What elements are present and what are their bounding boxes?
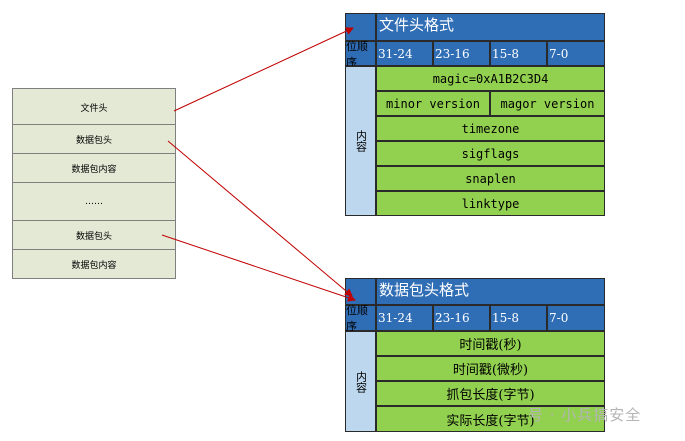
packet-data-label-2: 数据包内容	[71, 260, 117, 271]
actual-length-field: 实际长度(字节)	[376, 406, 605, 432]
packet-header-label: 数据包头	[75, 136, 112, 146]
timestamp-usec-field: 时间戳(微秒)	[376, 356, 605, 381]
packet-header-block-2: 数据包头	[12, 220, 176, 251]
content-side-label-2: 内容	[345, 331, 376, 432]
packet-header-title: 数据包头格式	[376, 278, 605, 305]
bit-order-label-2: 位顺序	[345, 304, 376, 333]
packet-header-table: 数据包头格式 位顺序 31-24 23-16 15-8 7-0 内容 时间戳(秒…	[345, 278, 605, 432]
title-corner	[345, 13, 376, 41]
content-side-label: 内容	[345, 66, 376, 216]
packet-header-label-2: 数据包头	[75, 232, 112, 242]
linktype-field: linktype	[376, 191, 605, 216]
packet-data-block: 数据包内容	[12, 153, 176, 184]
packet-data-block-2: 数据包内容	[12, 249, 176, 279]
bits-31-24-2: 31-24	[376, 305, 433, 331]
captured-length-field: 抓包长度(字节)	[376, 381, 605, 406]
ellipsis-label: ……	[85, 197, 103, 207]
timezone-field: timezone	[376, 116, 605, 141]
bit-order-label: 位顺序	[345, 40, 376, 69]
snaplen-field: snaplen	[376, 166, 605, 191]
bits-7-0: 7-0	[547, 41, 605, 66]
bits-31-24: 31-24	[376, 41, 433, 66]
file-header-block: 文件头	[12, 88, 176, 126]
major-version-field: magor version	[490, 91, 605, 116]
bits-7-0-2: 7-0	[547, 305, 605, 331]
bits-15-8: 15-8	[490, 41, 547, 66]
sigflags-field: sigflags	[376, 141, 605, 166]
file-header-table: 文件头格式 位顺序 31-24 23-16 15-8 7-0 内容 magic=…	[345, 13, 605, 216]
bits-15-8-2: 15-8	[490, 305, 547, 331]
arrow-file-header	[173, 27, 354, 112]
bits-23-16: 23-16	[433, 41, 490, 66]
timestamp-sec-field: 时间戳(秒)	[376, 331, 605, 356]
watermark: 号 · 小兵搞安全	[528, 406, 642, 424]
ellipsis-block: ……	[12, 182, 176, 222]
minor-version-field: minor version	[376, 91, 490, 116]
packet-data-label: 数据包内容	[71, 165, 117, 175]
file-header-title: 文件头格式	[376, 13, 605, 41]
arrow-packet-header-2	[161, 234, 356, 302]
magic-field: magic=0xA1B2C3D4	[376, 66, 605, 91]
arrow-packet-header-1	[167, 140, 353, 297]
bits-23-16-2: 23-16	[433, 305, 490, 331]
file-header-label: 文件头	[80, 103, 108, 114]
